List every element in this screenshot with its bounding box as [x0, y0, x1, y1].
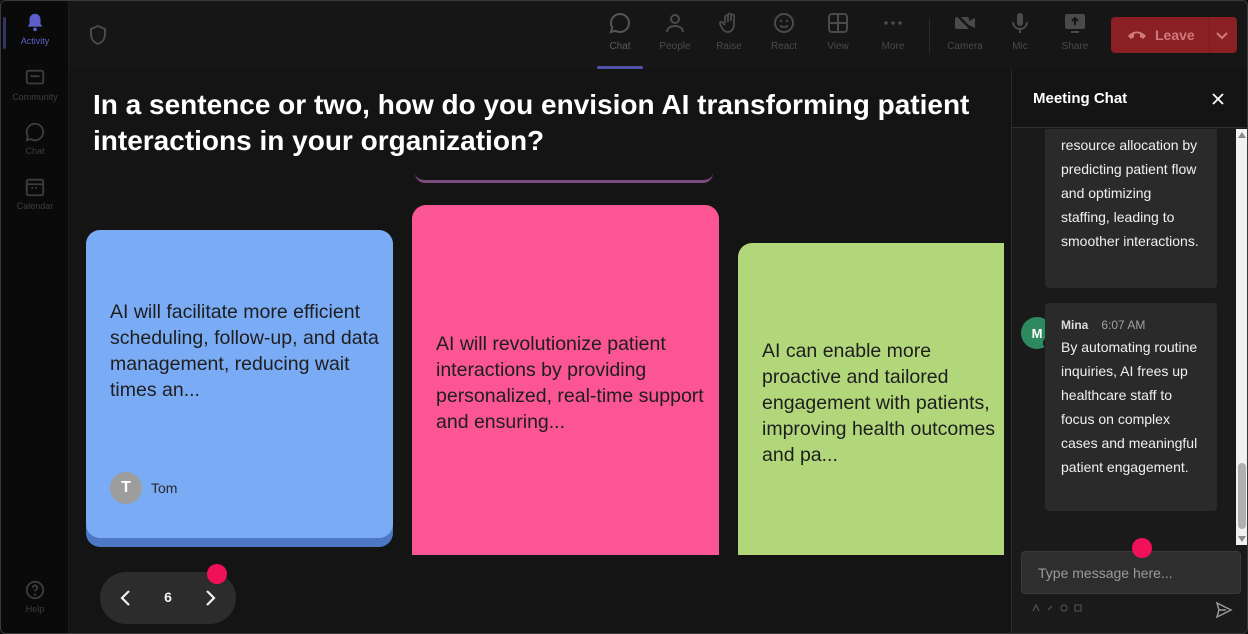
chat-icon [609, 12, 630, 34]
mic-button-label: Mic [1012, 41, 1028, 52]
chevron-left-icon[interactable] [116, 588, 136, 608]
card-author: T Tom [110, 472, 177, 504]
rail-activity[interactable]: Activity [1, 11, 69, 61]
camera-button[interactable]: Camera [940, 11, 990, 63]
people-button[interactable]: People [650, 11, 700, 63]
camera-off-icon [955, 13, 975, 33]
more-icon [884, 21, 902, 25]
chat-scrollbar[interactable] [1236, 129, 1247, 545]
rail-calendar[interactable]: Calendar [1, 176, 69, 226]
share-button[interactable]: Share [1050, 11, 1100, 63]
rail-community[interactable]: Community [1, 67, 69, 117]
question-title: In a sentence or two, how do you envisio… [93, 89, 970, 156]
response-text: AI can enable more proactive and tailore… [762, 340, 996, 466]
react-button[interactable]: React [759, 11, 809, 63]
scroll-thumb[interactable] [1238, 463, 1246, 529]
message-meta: Mina 6:07 AM [1061, 313, 1201, 332]
message-input[interactable] [1022, 552, 1240, 593]
react-button-label: React [770, 41, 798, 52]
scroll-up-arrow[interactable] [1238, 132, 1246, 138]
help-icon [25, 580, 45, 600]
people-button-label: People [659, 41, 691, 52]
message-text: resource allocation by predicting patien… [1061, 137, 1199, 249]
chevron-right-icon[interactable] [200, 588, 220, 608]
page-navigator: 6 [100, 572, 236, 624]
response-card[interactable]: AI will facilitate more efficient schedu… [86, 230, 393, 538]
response-text: AI will revolutionize patient interactio… [436, 333, 704, 433]
chat-header: Meeting Chat [1012, 69, 1247, 128]
author-name: Tom [151, 480, 178, 496]
hang-up-icon [1128, 31, 1146, 39]
format-icon[interactable] [1032, 604, 1040, 612]
send-icon[interactable] [1215, 601, 1233, 619]
message-list: resource allocation by predicting patien… [1012, 129, 1236, 545]
chat-button-label: Chat [609, 41, 631, 52]
rail-chat[interactable]: Chat [1, 121, 69, 171]
leave-button[interactable]: Leave [1111, 17, 1237, 53]
toolbar-divider [929, 19, 930, 53]
rail-chat-label: Chat [25, 146, 45, 156]
avatar: T [110, 472, 142, 504]
share-button-label: Share [1061, 41, 1089, 52]
share-screen-icon [1065, 14, 1085, 33]
chat-button[interactable]: Chat [595, 11, 645, 69]
meeting-chat-panel: Meeting Chat resource allocation by pred… [1011, 69, 1247, 633]
rail-activity-label: Activity [20, 36, 50, 46]
person-icon [666, 14, 684, 33]
leave-divider [1209, 17, 1210, 53]
rail-help-label: Help [25, 604, 45, 614]
message-text: By automating routine inquiries, AI free… [1061, 339, 1198, 475]
raise-hand-button[interactable]: Raise [704, 11, 754, 63]
chevron-down-icon[interactable] [1215, 29, 1229, 41]
response-text: AI will facilitate more efficient schedu… [110, 301, 379, 401]
avatar-initial: M [1031, 325, 1043, 341]
message-compose[interactable] [1021, 551, 1241, 594]
close-icon[interactable] [1210, 91, 1226, 107]
chat-icon [25, 122, 45, 142]
response-card[interactable]: AI will revolutionize patient interactio… [412, 205, 719, 555]
more-button-label: More [881, 41, 905, 52]
more-options-icon[interactable] [1074, 604, 1082, 612]
chat-title: Meeting Chat [1033, 90, 1128, 107]
grid-icon [828, 13, 848, 33]
camera-button-label: Camera [947, 41, 983, 52]
leave-label: Leave [1155, 27, 1195, 43]
meeting-toolbar: Chat People Raise React View More Camera [69, 1, 1247, 69]
view-button-label: View [827, 41, 849, 52]
message-time: 6:07 AM [1101, 318, 1146, 332]
response-card[interactable]: AI can enable more proactive and tailore… [738, 243, 1004, 555]
bell-icon [27, 13, 43, 32]
raise-button-label: Raise [716, 41, 742, 52]
mic-button[interactable]: Mic [995, 11, 1045, 63]
community-icon [25, 69, 45, 85]
smiley-icon [774, 13, 794, 33]
scroll-down-arrow[interactable] [1238, 536, 1246, 542]
attach-icon[interactable] [1046, 604, 1054, 612]
format-toolbar [1032, 604, 1082, 612]
mic-icon [1012, 13, 1028, 33]
hand-icon [719, 12, 735, 33]
view-button[interactable]: View [813, 11, 863, 63]
page-number: 6 [164, 589, 172, 605]
more-button[interactable]: More [868, 11, 918, 63]
card-peek [415, 169, 713, 183]
shield-icon[interactable] [89, 25, 107, 45]
pointer-dot [207, 564, 227, 584]
pointer-dot [1132, 538, 1152, 558]
message-author: Mina [1061, 318, 1089, 332]
rail-help[interactable]: Help [1, 579, 69, 629]
emoji-icon[interactable] [1060, 604, 1068, 612]
chat-message: Mina 6:07 AM By automating routine inqui… [1045, 303, 1217, 511]
presentation-stage: In a sentence or two, how do you envisio… [69, 69, 1011, 633]
calendar-icon [25, 178, 45, 197]
rail-calendar-label: Calendar [16, 201, 54, 211]
left-rail: Activity Community Chat Calendar Help [1, 1, 69, 633]
rail-community-label: Community [12, 92, 58, 102]
chat-message: resource allocation by predicting patien… [1045, 129, 1217, 288]
